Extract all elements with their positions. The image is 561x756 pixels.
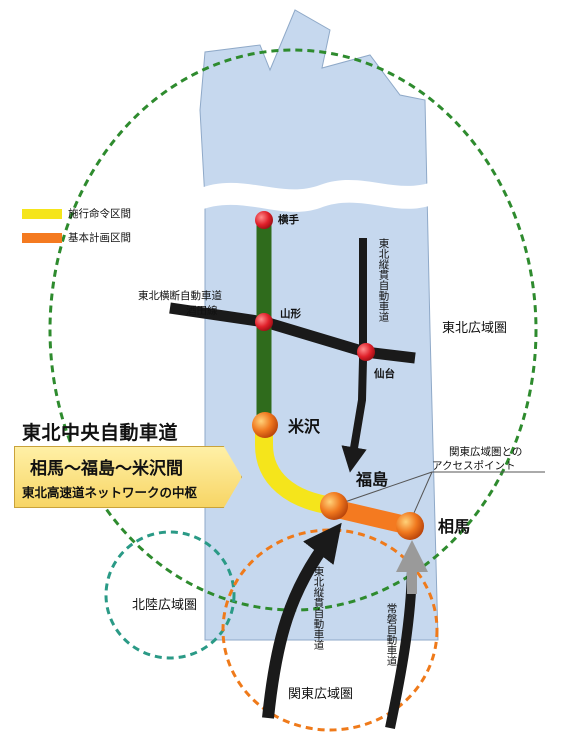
banner-subtitle: 東北高速道ネットワークの中枢 — [22, 485, 198, 500]
legend-item-construction: 施行命令区間 — [22, 206, 131, 221]
expressway-title: 東北中央自動車道 — [22, 422, 179, 444]
title-banner — [14, 446, 242, 508]
legend-label: 基本計画区間 — [68, 232, 131, 244]
city-dot-yamagata — [255, 313, 273, 331]
legend-swatch-orange — [22, 232, 62, 243]
banner-route: 相馬〜福島〜米沢間 — [30, 459, 183, 479]
city-label-yamagata: 山形 — [280, 308, 301, 320]
city-dot-fukushima — [320, 492, 348, 520]
kanto-region-circle — [221, 528, 439, 732]
city-dot-sendai — [357, 343, 375, 361]
tohoku-odan-road — [169, 302, 416, 364]
road-label-tohoku-jukan-north: 東北縦貫自動車道 — [377, 238, 390, 322]
city-label-yokote: 横手 — [278, 214, 299, 226]
region-label-hokuriku: 北陸広域圏 — [132, 598, 198, 613]
road-label-joban: 常磐自動車道 — [385, 603, 398, 666]
tohoku-jukan-road-north — [341, 238, 367, 473]
annotation-leader-1 — [335, 471, 433, 506]
road-label-tohoku-jukan-south: 東北縦貫自動車道 — [312, 566, 325, 650]
tohoku-jukan-road-south — [262, 522, 342, 719]
legend-item-basic-plan: 基本計画区間 — [22, 230, 131, 245]
legend-label: 施行命令区間 — [68, 208, 131, 220]
city-dot-soma — [396, 512, 424, 540]
region-label-tohoku: 東北広域圏 — [442, 321, 508, 336]
city-label-yonezawa: 米沢 — [288, 417, 321, 436]
annotation-line1: 関東広域圏との — [449, 446, 523, 458]
city-label-fukushima: 福島 — [356, 470, 389, 489]
yellow-section-road — [255, 425, 335, 515]
road-label-sakata-line: 酒田線 — [186, 305, 218, 317]
annotation-line2: アクセスポイント — [432, 460, 516, 472]
hokuriku-region-circle — [104, 530, 236, 660]
city-dot-yonezawa — [252, 412, 278, 438]
region-label-kanto: 関東広域圏 — [288, 687, 354, 702]
city-label-sendai: 仙台 — [374, 368, 395, 380]
strait-wave — [196, 180, 432, 212]
road-label-tohoku-odan: 東北横断自動車道 — [138, 290, 222, 302]
city-label-soma: 相馬 — [438, 517, 471, 536]
legend-swatch-yellow — [22, 208, 62, 219]
city-dot-yokote — [255, 211, 273, 229]
